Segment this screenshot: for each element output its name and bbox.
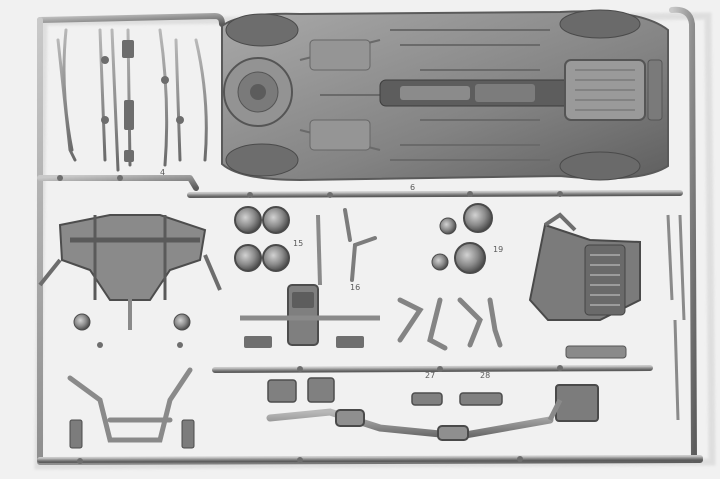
part-number-27: 27 bbox=[425, 371, 435, 380]
part-number-4: 4 bbox=[160, 168, 165, 177]
part-number-6: 6 bbox=[410, 183, 415, 192]
brackets bbox=[343, 208, 377, 282]
brake-discs bbox=[234, 203, 493, 274]
exhaust-system bbox=[266, 384, 599, 441]
sprue-gates bbox=[57, 175, 563, 464]
part-number-28: 28 bbox=[480, 371, 490, 380]
part-number-19: 19 bbox=[493, 245, 503, 254]
differential-assembly bbox=[240, 214, 380, 348]
part-number-16: 16 bbox=[350, 283, 360, 292]
part-number-15: 15 bbox=[293, 239, 303, 248]
front-subframe bbox=[38, 214, 222, 331]
chassis-floor-pan bbox=[221, 9, 669, 182]
small-pads bbox=[267, 377, 503, 406]
part-number-labels: 4 6 15 16 19 27 28 bbox=[160, 168, 503, 380]
rear-springs bbox=[69, 419, 195, 449]
sprue-frame bbox=[37, 6, 703, 465]
control-arms bbox=[397, 297, 503, 351]
rear-axle-beam bbox=[67, 367, 193, 443]
shaft-details bbox=[101, 40, 184, 162]
engine-block bbox=[528, 212, 641, 359]
suspension-rods bbox=[56, 28, 208, 172]
right-rods bbox=[666, 214, 686, 421]
